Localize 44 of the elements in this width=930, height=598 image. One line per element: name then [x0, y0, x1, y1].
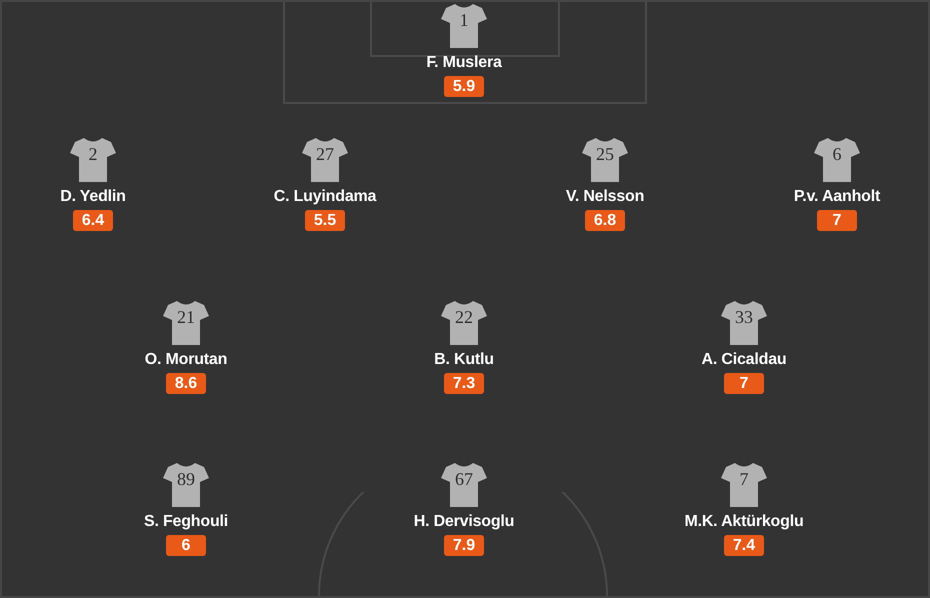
rating-badge: 6 [166, 535, 206, 556]
jersey [441, 3, 487, 48]
jersey [70, 137, 116, 182]
rating-badge: 6.4 [73, 210, 113, 231]
rating-badge: 7 [817, 210, 857, 231]
shirt-number: 21 [176, 306, 196, 329]
player-name: M.K. Aktürkoglu [684, 512, 804, 531]
player-name: P.v. Aanholt [794, 187, 880, 206]
player-name: S. Feghouli [144, 512, 228, 531]
player-name: B. Kutlu [434, 350, 494, 369]
player-name: A. Cicaldau [702, 350, 786, 369]
jersey [302, 137, 348, 182]
jersey [721, 462, 767, 507]
player-name: V. Nelsson [566, 187, 644, 206]
shirt-number: 2 [88, 143, 98, 166]
shirt-number: 33 [734, 306, 754, 329]
rating-badge: 7.3 [444, 373, 484, 394]
player-name: C. Luyindama [274, 187, 376, 206]
jersey [441, 462, 487, 507]
player-name: O. Morutan [144, 350, 228, 369]
jersey [163, 300, 209, 345]
player-name: F. Muslera [426, 53, 502, 72]
rating-badge: 8.6 [166, 373, 206, 394]
jersey [441, 300, 487, 345]
jersey [814, 137, 860, 182]
jersey [721, 300, 767, 345]
rating-badge: 7 [724, 373, 764, 394]
shirt-number: 1 [458, 9, 470, 32]
shirt-number: 22 [454, 306, 474, 329]
shirt-number: 25 [595, 143, 615, 166]
player-name: D. Yedlin [60, 187, 126, 206]
jersey [582, 137, 628, 182]
shirt-number: 67 [454, 468, 474, 491]
rating-badge: 6.8 [585, 210, 625, 231]
rating-badge: 7.9 [444, 535, 484, 556]
rating-badge: 5.9 [444, 76, 484, 97]
player-name: H. Dervisoglu [414, 512, 514, 531]
jersey [163, 462, 209, 507]
shirt-number: 7 [738, 468, 750, 491]
shirt-number: 27 [315, 143, 335, 166]
rating-badge: 5.5 [305, 210, 345, 231]
rating-badge: 7.4 [724, 535, 764, 556]
shirt-number: 89 [176, 468, 196, 491]
shirt-number: 6 [832, 143, 842, 166]
